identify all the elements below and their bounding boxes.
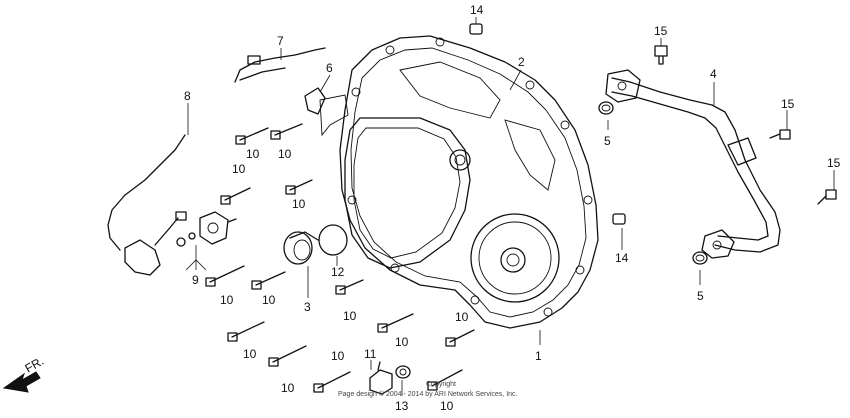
callout-10f: 10: [262, 293, 276, 307]
callout-10i: 10: [243, 347, 257, 361]
front-direction-label: FR.: [23, 354, 47, 376]
drain-washer: [395, 365, 411, 379]
callout-10g: 10: [343, 309, 357, 323]
callout-10e: 10: [220, 293, 234, 307]
callout-13: 13: [395, 399, 409, 413]
callout-2: 2: [518, 55, 525, 69]
callout-10k: 10: [331, 349, 345, 363]
callout-5a: 5: [604, 134, 611, 148]
front-direction-arrow: [2, 371, 41, 393]
callout-7: 7: [277, 34, 284, 48]
callout-8: 8: [184, 89, 191, 103]
wire-clamp: [304, 87, 326, 115]
callout-10l: 10: [281, 381, 295, 395]
callout-12: 12: [331, 265, 345, 279]
part-callouts: 1 2 3 4 5 5 6 7 8 9 10 10 10 10 10 10 10…: [184, 3, 841, 413]
callout-14a: 14: [470, 3, 484, 17]
copyright-line2: Page design © 2004 - 2014 by ARI Network…: [338, 390, 518, 398]
o-ring: [318, 224, 348, 256]
sealing-washer: [598, 101, 708, 265]
neutral-switch-wire: [107, 134, 187, 276]
callout-10m: 10: [440, 399, 454, 413]
callout-1: 1: [535, 349, 542, 363]
callout-14b: 14: [615, 251, 629, 265]
callout-10b: 10: [278, 147, 292, 161]
callout-10h: 10: [455, 310, 469, 324]
callout-4: 4: [710, 67, 717, 81]
flange-bolts: [205, 123, 475, 393]
callout-11: 11: [364, 347, 377, 361]
crankcase-cover: [319, 35, 599, 329]
callout-15b: 15: [781, 97, 795, 111]
callout-15c: 15: [827, 156, 841, 170]
callout-10d: 10: [292, 197, 306, 211]
callout-15a: 15: [654, 24, 668, 38]
callout-5b: 5: [697, 289, 704, 303]
copyright-line1: Copyright: [426, 381, 456, 388]
oil-pipe: [605, 69, 781, 259]
oil-filler-cap: [283, 231, 319, 265]
dowel-pin: [469, 23, 626, 225]
wire-harness: [234, 47, 326, 83]
leader-lines: [185, 17, 835, 396]
callout-10j: 10: [395, 335, 409, 349]
callout-6: 6: [326, 61, 333, 75]
callout-9: 9: [192, 273, 199, 287]
callout-3: 3: [304, 300, 311, 314]
banjo-bolt: [654, 45, 837, 205]
drain-bolt: [369, 361, 393, 395]
callout-10a: 10: [246, 147, 260, 161]
oil-pressure-switch: [176, 211, 237, 247]
callout-10c: 10: [232, 162, 246, 176]
